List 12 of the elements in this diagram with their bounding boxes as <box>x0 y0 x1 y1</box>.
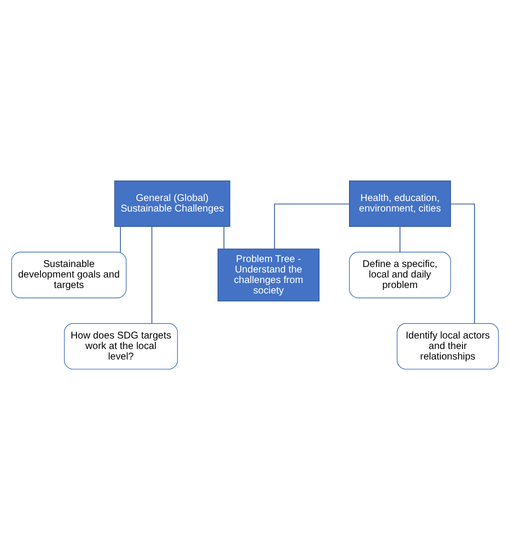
node-box: Define a specific, local and daily problem <box>349 252 451 298</box>
node-box: Sustainable development goals and targets <box>11 252 127 298</box>
connector <box>120 226 121 252</box>
node-box: Problem Tree - Understand the challenges from society <box>218 248 320 302</box>
node-box: Identify local actors and their relationships <box>396 323 499 370</box>
connector <box>151 226 152 324</box>
connector <box>450 204 475 324</box>
node-box: How does SDG targets work at the local level? <box>64 323 178 370</box>
connector <box>274 204 350 250</box>
node-box: General (Global) Sustainable Challenges <box>114 180 230 227</box>
connector <box>223 226 224 250</box>
node-box: Health, education, environment, cities <box>349 180 451 227</box>
